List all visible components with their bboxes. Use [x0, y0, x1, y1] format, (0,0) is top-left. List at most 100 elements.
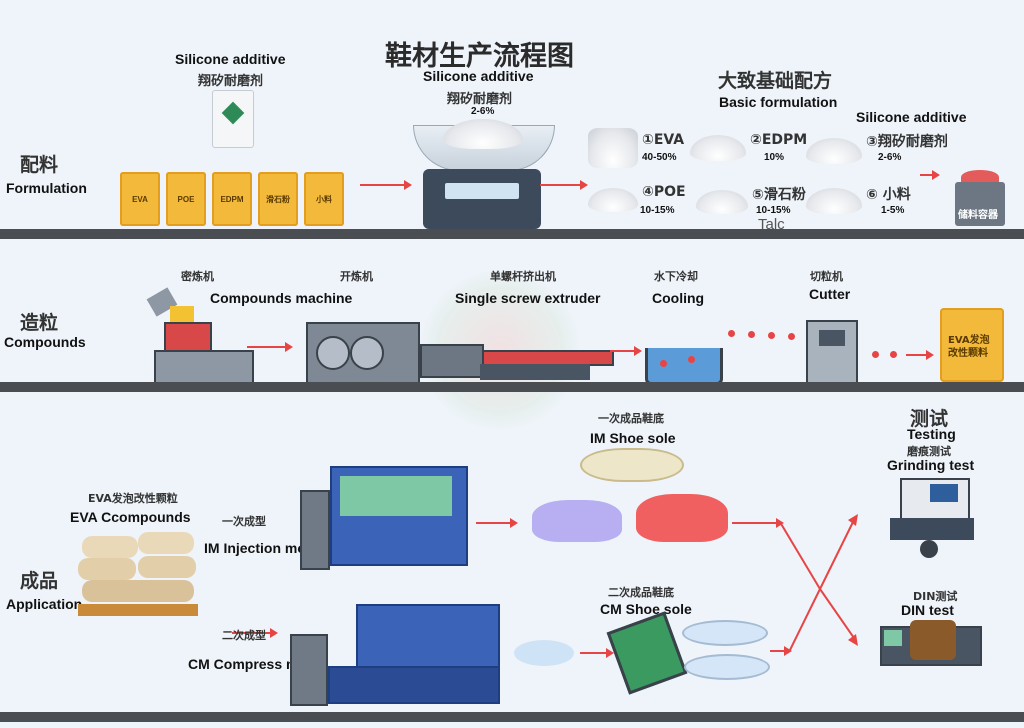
storage-container-icon [955, 170, 1005, 226]
output-bag-icon [940, 308, 1004, 382]
scale-label-pct: 2-6% [471, 106, 495, 117]
cutter-label-cn: 切粒机 [810, 270, 843, 283]
pellet [728, 330, 735, 337]
output-bag-label: EVA发泡 改性颗料 [948, 335, 990, 359]
basic-formulation-title-cn: 大致基础配方 [718, 70, 833, 92]
flow-arrow [540, 180, 588, 190]
flow-arrow [580, 648, 614, 658]
im-sole-label-cn: 一次成品鞋底 [598, 412, 664, 425]
talc-label: Talc [758, 216, 785, 233]
grinding-tester-icon [886, 476, 978, 560]
testing-label-cn: 测试 [910, 408, 949, 430]
flow-arrow [476, 518, 518, 528]
formula-item-pct: 40-50% [642, 152, 677, 163]
material-bag: EDPM [212, 172, 252, 226]
din-tester-icon [880, 620, 982, 666]
pellet [768, 332, 775, 339]
formula-item-name: ②EDPM [750, 132, 808, 148]
bag-top-en: Silicone additive [175, 51, 286, 67]
pellet-bags-pallet-icon [78, 528, 204, 618]
talc-powder-icon [696, 190, 748, 214]
testing-label-en: Testing [907, 426, 956, 442]
formula-item-name: ③翔矽耐磨剂 [866, 134, 948, 150]
cooling-label-en: Cooling [652, 290, 705, 306]
stage-application-cn: 成品 [20, 570, 59, 592]
mill-label-cn: 开炼机 [340, 270, 373, 283]
input-label-cn: EVA发泡改性颗粒 [88, 492, 178, 505]
extruder-label-cn: 单螺杆挤出机 [490, 270, 556, 283]
material-bag: 滑石粉 [258, 172, 298, 226]
stage-compounds-en: Compounds [4, 334, 86, 350]
extruder-machine-icon [420, 330, 614, 382]
cooling-tank-icon [645, 348, 723, 385]
cm-sole-label-en: CM Shoe sole [600, 601, 692, 617]
formula-item-name: ④POE [642, 184, 686, 200]
cm-label-cn: 二次成型 [222, 629, 266, 642]
formula-item-name: ⑥ 小料 [866, 187, 911, 203]
edpm-powder-icon [690, 135, 746, 161]
poe-powder-icon [588, 188, 638, 212]
grinding-label-cn: 磨痕测试 [907, 445, 951, 458]
row-divider [0, 382, 1024, 392]
compression-mold-icon [606, 611, 688, 695]
scale-label-cn: 翔矽耐磨剂 [447, 92, 513, 107]
formula-item-pct: 1-5% [881, 205, 905, 216]
im-label-en: IM Injection mold [204, 540, 319, 556]
stage-application-en: Application [6, 596, 83, 612]
mill-machine-icon [306, 322, 420, 384]
din-label-en: DIN test [901, 602, 954, 618]
weighing-scale-icon [413, 119, 555, 230]
cutter-machine-icon [806, 320, 858, 386]
im-sole-label-en: IM Shoe sole [590, 430, 676, 446]
flow-arrow [906, 350, 934, 360]
material-bag: POE [166, 172, 206, 226]
formula-item-pct: 2-6% [878, 152, 902, 163]
silicone-bag-icon [212, 90, 254, 148]
extruder-label-en: Single screw extruder [455, 290, 601, 306]
additive-powder-icon [806, 188, 862, 214]
bottom-bar [0, 712, 1024, 722]
purple-slipper-icon [532, 500, 622, 542]
kneader-label-cn: 密炼机 [181, 270, 214, 283]
flow-arrow [920, 170, 940, 180]
branch-arrows [780, 514, 858, 651]
stage-formulation-cn: 配料 [20, 154, 59, 176]
red-slide-icon [636, 494, 728, 542]
compress-mold-machine-icon [290, 604, 500, 706]
formula-item-name: ⑤滑石粉 [752, 187, 806, 203]
im-shoe-sole-icon [580, 448, 684, 482]
cm-sole-label-cn: 二次成品鞋底 [608, 586, 674, 599]
pellet [688, 356, 695, 363]
formula-item-pct: 10-15% [640, 205, 675, 216]
cm-shoe-sole-bottom-icon [684, 654, 770, 680]
bag-top-cn: 翔矽耐磨剂 [198, 74, 264, 89]
grinding-label-en: Grinding test [887, 457, 975, 473]
stage-formulation-en: Formulation [6, 180, 87, 196]
row-divider [0, 229, 1024, 239]
flow-arrow [770, 646, 792, 656]
flow-arrow [247, 342, 293, 352]
flow-arrow [232, 628, 278, 638]
formula-item-name: ①EVA [642, 132, 685, 148]
cutter-label-en: Cutter [809, 286, 851, 302]
pellet [660, 360, 667, 367]
din-label-cn: DIN测试 [913, 590, 958, 603]
im-label-cn: 一次成型 [222, 515, 266, 528]
pellet [748, 331, 755, 338]
basic-formulation-title-en: Basic formulation [719, 94, 838, 110]
scale-label-en: Silicone additive [423, 68, 534, 84]
cm-label-en: CM Compress mold [188, 656, 320, 672]
flow-arrow [610, 346, 642, 356]
silicone-additive-label: Silicone additive [856, 109, 967, 125]
blue-foam-sole-icon [514, 640, 574, 666]
flow-arrow [732, 518, 784, 528]
kneader-machine-icon [146, 287, 260, 384]
formula-item-pct: 10-15% [756, 205, 791, 216]
kneader-label-en: Compounds machine [210, 290, 353, 306]
pellet [788, 333, 795, 340]
input-label-en: EVA Ccompounds [70, 509, 191, 525]
pellet [872, 351, 879, 358]
cooling-label-cn: 水下冷却 [654, 270, 698, 283]
formula-item-pct: 10% [764, 152, 785, 163]
eva-powder-icon [588, 128, 638, 168]
